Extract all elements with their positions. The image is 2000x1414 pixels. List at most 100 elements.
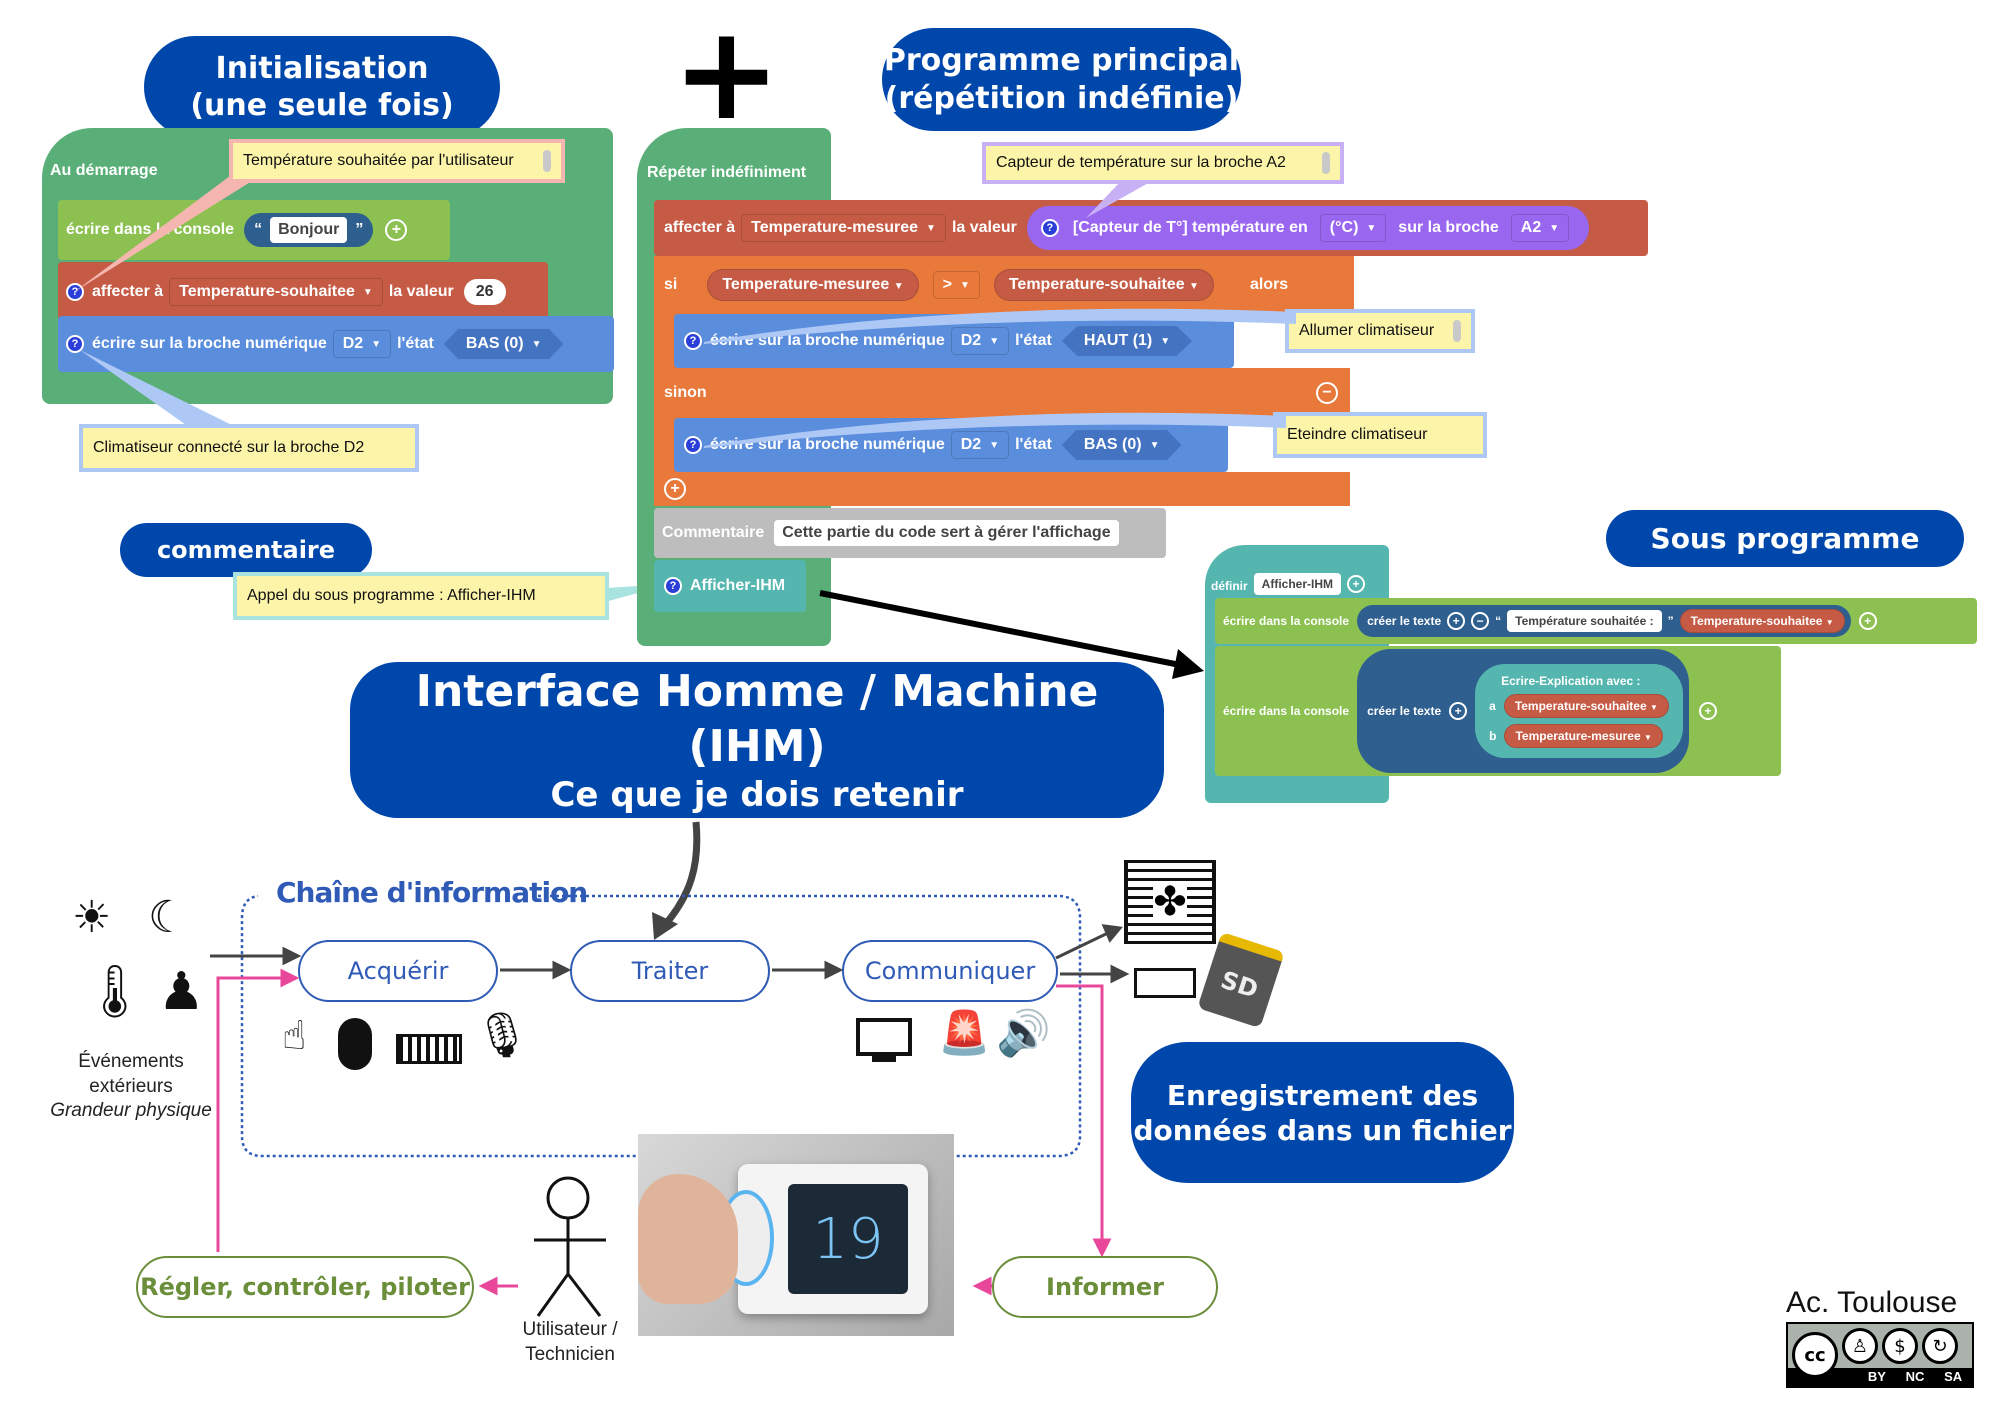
variable-name: Temperature-souhaitee <box>179 283 355 300</box>
comment-block[interactable]: Commentaire Cette partie du code sert à … <box>654 508 1166 558</box>
state-off-dropdown[interactable]: BAS (0)▼ <box>1061 430 1182 460</box>
add-else-icon[interactable]: + <box>664 478 686 500</box>
cond-right-value: Temperature-souhaitee <box>1008 276 1185 293</box>
console-text-input[interactable]: Bonjour <box>270 217 348 243</box>
comment-on[interactable]: Allumer climatiseur <box>1285 309 1475 353</box>
help-icon[interactable]: ? <box>664 577 682 595</box>
comment-sensor[interactable]: Capteur de température sur la broche A2 <box>982 142 1344 184</box>
else-row[interactable]: sinon − <box>654 368 1350 418</box>
var-b-dropdown[interactable]: Temperature-mesuree ▼ <box>1504 724 1663 748</box>
user-line1: Utilisateur / <box>522 1319 618 1340</box>
create-text-block[interactable]: créer le texte + − “ Température souhait… <box>1357 605 1851 637</box>
var1-dropdown[interactable]: Temperature-souhaitee ▼ <box>1679 609 1845 633</box>
cond-right-dropdown[interactable]: Temperature-souhaitee ▼ <box>993 269 1214 301</box>
pin-dropdown[interactable]: D2▼ <box>950 431 1010 459</box>
process-label: Traiter <box>631 957 709 985</box>
cc-badge-labels: BY NC SA <box>1858 1369 1972 1384</box>
thermostat-photo: 19 <box>638 1134 954 1336</box>
sensor-pin-dropdown[interactable]: A2▼ <box>1510 214 1570 242</box>
acquire-step[interactable]: Acquérir <box>298 940 498 1002</box>
caret-down-icon: ▼ <box>1825 618 1834 627</box>
fan-grille-icon: ✤ <box>1124 860 1216 944</box>
add-item-icon[interactable]: + <box>1449 702 1468 720</box>
value-input[interactable]: 26 <box>463 279 506 305</box>
pin-value: D2 <box>960 332 982 349</box>
init-assign-block[interactable]: ? affecter à Temperature-souhaitee▼ la v… <box>58 262 548 322</box>
thermometer-icon: 🌡 <box>82 962 149 1022</box>
add-item-icon[interactable]: + <box>1447 612 1466 630</box>
pin-dropdown[interactable]: D2▼ <box>950 327 1010 355</box>
sub-console-block-1[interactable]: écrire dans la console créer le texte + … <box>1215 598 1977 644</box>
comment-climatiseur[interactable]: Climatiseur connecté sur la broche D2 <box>79 424 419 472</box>
moon-cloud-icon: ☾ <box>148 892 188 943</box>
sd-label: SD <box>1217 965 1262 1004</box>
main-title-line1: Programme principal <box>883 43 1240 78</box>
main-assign-block[interactable]: affecter à Temperature-mesuree▼ la valeu… <box>654 200 1648 256</box>
init-write-pin-block[interactable]: ? écrire sur la broche numérique D2▼ l'é… <box>58 316 614 372</box>
create-text-label: créer le texte <box>1367 614 1442 628</box>
init-title-pill: Initialisation (une seule fois) <box>144 36 500 138</box>
cc-license-badge[interactable]: cc ♙ $ ↻ BY NC SA <box>1786 1322 1974 1388</box>
var-a-dropdown[interactable]: Temperature-souhaitee ▼ <box>1503 694 1669 718</box>
scrollbar[interactable] <box>1322 152 1330 174</box>
if-block[interactable]: si Temperature-mesuree ▼ >▼ Temperature-… <box>654 256 1354 314</box>
comment-pointer-on <box>704 308 1296 344</box>
comment-block-input[interactable]: Cette partie du code sert à gérer l'affi… <box>774 520 1119 546</box>
adjust-control-step[interactable]: Régler, contrôler, piloter <box>136 1256 474 1318</box>
caret-down-icon: ▼ <box>1160 335 1171 347</box>
add-icon[interactable]: + <box>1858 612 1877 630</box>
inform-label: Informer <box>1046 1273 1164 1301</box>
caret-down-icon: ▼ <box>1366 222 1377 234</box>
help-icon[interactable]: ? <box>1040 219 1059 237</box>
help-icon[interactable]: ? <box>66 283 84 301</box>
process-step[interactable]: Traiter <box>570 940 770 1002</box>
variable-dropdown[interactable]: Temperature-souhaitee ▼ <box>169 278 383 306</box>
init-console-block[interactable]: écrire dans la console “ Bonjour ” + <box>58 200 450 260</box>
comment-call[interactable]: Appel du sous programme : Afficher-IHM <box>233 572 609 620</box>
operator-dropdown[interactable]: >▼ <box>932 271 980 299</box>
create-text-block-2[interactable]: créer le texte + Ecrire-Explication avec… <box>1357 649 1689 773</box>
then-label: alors <box>1249 276 1289 293</box>
help-icon[interactable]: ? <box>66 335 84 353</box>
state-on-dropdown[interactable]: HAUT (1)▼ <box>1061 326 1193 356</box>
caret-down-icon: ▼ <box>1549 222 1560 234</box>
sa-icon: ↻ <box>1922 1328 1958 1364</box>
chain-dotted-frame <box>240 894 1082 1158</box>
pin-dropdown[interactable]: D2▼ <box>332 330 392 358</box>
add-param-icon[interactable]: + <box>1347 575 1366 593</box>
add-icon[interactable]: + <box>385 219 408 241</box>
scrollbar[interactable] <box>543 150 551 172</box>
comment-temperature[interactable]: Température souhaitée par l'utilisateur <box>229 139 565 183</box>
add-icon[interactable]: + <box>1698 702 1717 720</box>
call-afficher-ihm-block[interactable]: ? Afficher-IHM <box>654 560 806 612</box>
inform-step[interactable]: Informer <box>992 1256 1218 1318</box>
sensor-block[interactable]: ? [Capteur de T°] température en (°C)▼ s… <box>1026 206 1590 250</box>
if-footer[interactable]: + <box>654 472 1350 506</box>
state-off-value: BAS (0) <box>1083 436 1142 453</box>
init-title-line2: (une seule fois) <box>190 88 454 123</box>
unit-dropdown[interactable]: (°C)▼ <box>1319 214 1387 242</box>
console-label: écrire dans la console <box>1223 614 1350 628</box>
communicate-step[interactable]: Communiquer <box>842 940 1058 1002</box>
scrollbar[interactable] <box>1453 320 1461 342</box>
sub-console-block-2[interactable]: écrire dans la console créer le texte + … <box>1215 646 1781 776</box>
caret-down-icon: ▼ <box>362 286 373 298</box>
define-name-input[interactable]: Afficher-IHM <box>1253 573 1342 595</box>
comment-label-text: commentaire <box>156 536 336 564</box>
comment-climatiseur-text: Climatiseur connecté sur la broche D2 <box>93 439 365 456</box>
variable-dropdown[interactable]: Temperature-mesuree▼ <box>741 214 946 242</box>
remove-else-icon[interactable]: − <box>1316 382 1338 404</box>
help-icon[interactable]: ? <box>684 332 702 350</box>
remove-item-icon[interactable]: − <box>1471 612 1490 630</box>
state-dropdown[interactable]: BAS (0)▼ <box>443 329 564 359</box>
mouse-icon <box>338 1018 372 1070</box>
adjust-label: Régler, contrôler, piloter <box>140 1273 470 1301</box>
thermostat-screen: 19 <box>788 1184 908 1294</box>
cc-badge-top: cc ♙ $ ↻ <box>1788 1324 1972 1378</box>
comment-off[interactable]: Eteindre climatiseur <box>1273 412 1487 458</box>
thermostat-temperature: 19 <box>812 1206 884 1272</box>
cond-left-dropdown[interactable]: Temperature-mesuree ▼ <box>707 269 919 301</box>
help-icon[interactable]: ? <box>684 436 702 454</box>
text-value-input[interactable]: Température souhaitée : <box>1507 610 1662 632</box>
